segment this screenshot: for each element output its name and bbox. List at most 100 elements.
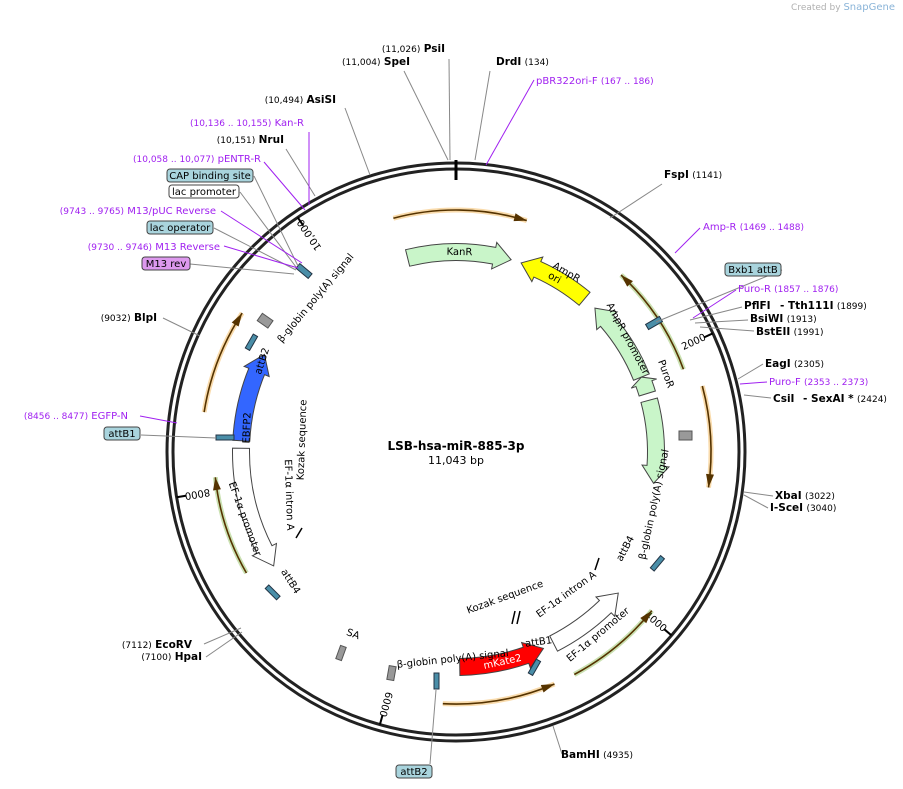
sa-mark	[335, 644, 347, 662]
inner-feature-label: EF-1α intron A	[282, 459, 295, 531]
feature-box	[395, 764, 433, 779]
feature-arrow	[232, 353, 270, 442]
feature-arrow	[459, 641, 545, 676]
site-name: EagI	[765, 358, 791, 370]
inner-feature-label: attB4	[278, 567, 302, 596]
primer-position: (10,136 .. 10,155)	[190, 119, 271, 129]
site-position: (1141)	[692, 171, 722, 181]
site-position: (1991)	[794, 328, 824, 338]
primer-label: Amp-R (1469 .. 1488)	[703, 222, 804, 233]
feature-box	[141, 256, 191, 271]
feature-arrow	[520, 256, 591, 307]
site-name: FspI	[664, 169, 689, 181]
primer-name: Amp-R	[703, 222, 737, 233]
site-label: EagI (2305)	[765, 358, 824, 370]
primer-name: pBR322ori-F	[536, 76, 598, 87]
credit-brand: SnapGene	[843, 2, 895, 13]
site-position: (10,494)	[265, 96, 304, 106]
orf-arrowhead	[513, 213, 527, 222]
site-label: I-SceI (3040)	[770, 502, 836, 514]
site-label: (10,151) NruI	[217, 134, 284, 146]
primer-name: pENTR-R	[218, 154, 261, 165]
feature-box-label: M13 rev	[146, 259, 187, 270]
primer-label: (8456 .. 8477) EGFP-N	[24, 411, 128, 422]
primer-position: (9743 .. 9765)	[60, 207, 124, 217]
primer-name: Puro-R	[738, 284, 771, 295]
feature-label: KanR	[446, 247, 472, 258]
site-name: AsiSI	[307, 94, 336, 106]
site-label: CsiI	[773, 393, 794, 405]
attB2-mark-top	[244, 333, 259, 352]
tick-mark	[296, 216, 305, 227]
site-name: I-SceI	[770, 502, 803, 514]
backbone	[165, 160, 747, 743]
feature-box-label: lac operator	[150, 223, 211, 234]
feature-arrow	[232, 447, 278, 567]
polyA-mark-right	[678, 430, 693, 441]
primer-name: Kan-R	[275, 118, 304, 129]
inner-feature-label: EBFP2	[241, 412, 253, 444]
credit-prefix: Created by	[791, 3, 841, 13]
site-name: PsiI	[424, 43, 445, 55]
site-name: BlpI	[134, 312, 157, 324]
site-position: (11,004)	[342, 58, 381, 68]
site-label: (11,026) PsiI	[382, 43, 445, 55]
site-label: - SexAI * (2424)	[803, 393, 887, 405]
kozak-mark-right-1	[511, 610, 516, 625]
feature-arrow	[549, 592, 619, 652]
kozak-mark-right-2	[516, 610, 521, 625]
primer-position: (10,058 .. 10,077)	[133, 155, 214, 165]
site-name: EcoRV	[155, 639, 193, 651]
orf-arc-glow	[201, 311, 245, 413]
tick-mark	[663, 628, 673, 637]
primer-label: Puro-F (2353 .. 2373)	[769, 377, 868, 388]
primer-position: (1469 .. 1488)	[740, 223, 804, 233]
site-label: DrdI (134)	[496, 56, 549, 68]
site-label: (7100) HpaI	[141, 651, 202, 663]
primer-name: Puro-F	[769, 377, 801, 388]
attB4-mark-left	[264, 584, 281, 601]
snapgene-credit: Created by SnapGene	[791, 2, 895, 13]
site-position: (11,026)	[382, 45, 421, 55]
plasmid-size: 11,043 bp	[428, 454, 484, 467]
site-name: DrdI	[496, 56, 521, 68]
kozak-mark-left	[295, 527, 303, 539]
feature-box	[166, 168, 254, 183]
primer-name: M13/pUC Reverse	[127, 206, 216, 217]
center-title: LSB-hsa-miR-885-3p 11,043 bp	[388, 439, 525, 467]
site-position: (2305)	[794, 360, 824, 370]
primer-label: (9743 .. 9765) M13/pUC Reverse	[60, 206, 216, 217]
primer-position: (9730 .. 9746)	[88, 243, 152, 253]
primer-lines	[139, 79, 768, 424]
site-label: PflFI	[744, 300, 771, 312]
site-name: PflFI	[744, 300, 771, 312]
plasmid-name: LSB-hsa-miR-885-3p	[388, 439, 525, 453]
inner-feature-label: attB4	[615, 534, 637, 563]
primer-label: (10,058 .. 10,077) pENTR-R	[133, 154, 261, 165]
primer-label: Puro-R (1857 .. 1876)	[738, 284, 838, 295]
site-position: (7100)	[141, 653, 171, 663]
feature-box-label: CAP binding site	[169, 171, 251, 182]
tick-label: 6000	[376, 690, 393, 717]
site-name: HpaI	[175, 651, 202, 663]
primer-label: (9730 .. 9746) M13 Reverse	[88, 242, 220, 253]
site-name: SpeI	[384, 56, 410, 68]
site-name: XbaI	[775, 490, 802, 502]
feature-box	[103, 426, 141, 441]
site-label: BstEII (1991)	[756, 326, 824, 338]
site-position: (4935)	[603, 751, 633, 761]
site-position: (1899)	[837, 302, 867, 312]
site-position: (9032)	[101, 314, 131, 324]
attB1-mark-bottom	[527, 658, 542, 677]
site-label: (11,004) SpeI	[342, 56, 410, 68]
site-position: (10,151)	[217, 136, 256, 146]
site-name: - Tth111I	[780, 300, 834, 312]
tick-mark	[703, 332, 714, 339]
primer-name: M13 Reverse	[155, 242, 220, 253]
orf-arrowhead	[640, 610, 652, 624]
site-label: (9032) BlpI	[101, 312, 157, 324]
feature-arrow	[640, 397, 671, 485]
site-label: (7112) EcoRV	[122, 639, 193, 651]
